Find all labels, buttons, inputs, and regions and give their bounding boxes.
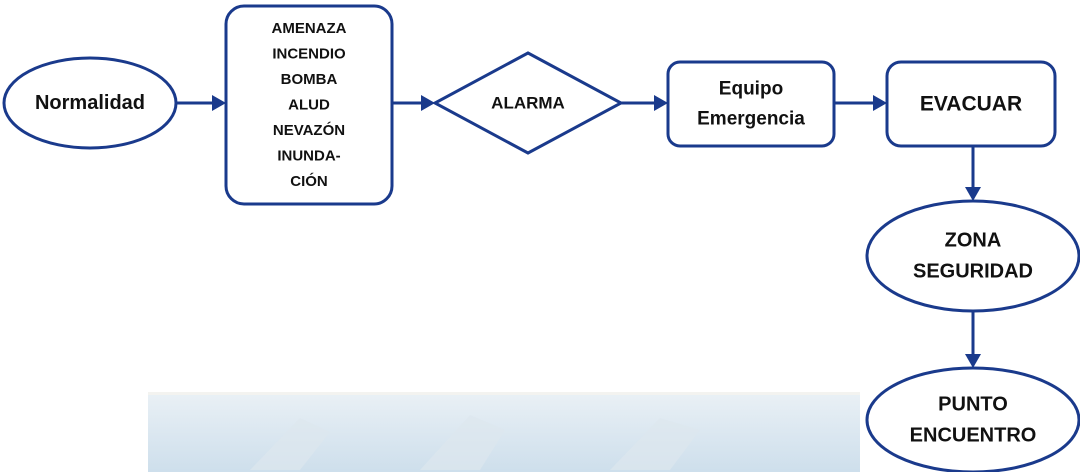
- alarma-diamond: [431, 51, 625, 155]
- punto-label-line: ENCUENTRO: [910, 425, 1037, 447]
- zona-label-line: ZONA: [945, 230, 1002, 252]
- arrow-threats-to-alarma: [392, 95, 435, 111]
- node-punto: PUNTO ENCUENTRO: [865, 366, 1080, 472]
- arrow-equipo-to-evacuar: [834, 95, 887, 111]
- threats-label-line: CIÓN: [290, 172, 328, 190]
- threats-label-line: NEVAZÓN: [273, 121, 345, 139]
- punto-ellipse: [865, 366, 1080, 472]
- normalidad-label-line: Normalidad: [35, 92, 145, 114]
- arrow-equipo-to-evacuar-arrowhead: [873, 95, 887, 111]
- threats-label-line: BOMBA: [281, 71, 338, 88]
- threats-box: [224, 4, 394, 206]
- node-alarma: ALARMA: [431, 51, 625, 155]
- connectors: [176, 95, 981, 368]
- equipo-label-line: Equipo: [719, 79, 783, 100]
- evacuar-label-line: EVACUAR: [920, 93, 1022, 116]
- node-evacuar: EVACUAR: [885, 60, 1057, 148]
- arrow-evacuar-to-zona-arrowhead: [965, 187, 981, 201]
- nodes: Normalidad AMENAZA INCENDIO BOMBA ALUD NEVAZÓ…: [2, 4, 1080, 472]
- punto-label-line: PUNTO: [938, 394, 1008, 416]
- zona-label-line: SEGURIDAD: [913, 261, 1033, 283]
- arrow-evacuar-to-zona: [965, 146, 981, 201]
- arrow-normalidad-to-threats: [176, 95, 226, 111]
- normalidad-ellipse: [2, 56, 178, 150]
- arrow-alarma-to-equipo: [621, 95, 668, 111]
- threats-label-line: INUNDA-: [277, 148, 340, 165]
- equipo-box: [666, 60, 836, 148]
- node-zona: ZONA SEGURIDAD: [865, 199, 1080, 313]
- node-threats: AMENAZA INCENDIO BOMBA ALUD NEVAZÓN INUNDA- CI…: [224, 4, 394, 206]
- arrow-zona-to-punto: [965, 311, 981, 368]
- arrow-threats-to-alarma-arrowhead: [421, 95, 435, 111]
- threats-label-line: ALUD: [288, 97, 330, 114]
- node-normalidad: Normalidad: [2, 56, 178, 150]
- equipo-label-line: Emergencia: [697, 109, 805, 130]
- background-banner: [148, 392, 860, 472]
- zona-ellipse: [865, 199, 1080, 313]
- threats-label-line: AMENAZA: [272, 20, 347, 37]
- evacuar-box: [885, 60, 1057, 148]
- arrow-alarma-to-equipo-arrowhead: [654, 95, 668, 111]
- alarma-label-line: ALARMA: [491, 94, 565, 113]
- arrow-normalidad-to-threats-arrowhead: [212, 95, 226, 111]
- threats-label-line: INCENDIO: [272, 46, 346, 63]
- arrow-zona-to-punto-arrowhead: [965, 354, 981, 368]
